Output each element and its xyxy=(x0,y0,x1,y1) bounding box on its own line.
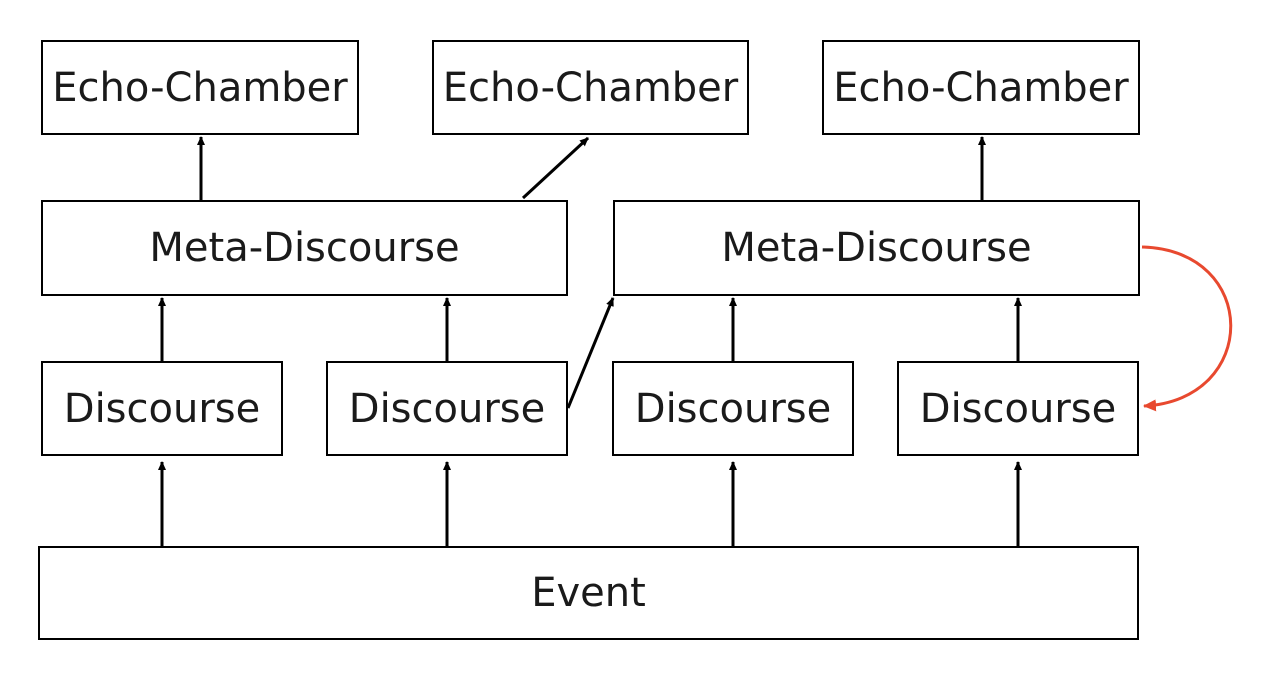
discourse-label-2: Discourse xyxy=(348,385,546,432)
edge-discourse-2-to-meta-2 xyxy=(566,297,615,409)
discourse-label-4: Discourse xyxy=(919,385,1117,432)
echo-chamber-box-3: Echo-Chamber xyxy=(822,40,1140,135)
discourse-box-2: Discourse xyxy=(326,361,568,456)
echo-chamber-label-2: Echo-Chamber xyxy=(442,64,739,111)
discourse-box-3: Discourse xyxy=(612,361,854,456)
discourse-label-1: Discourse xyxy=(63,385,261,432)
echo-chamber-box-2: Echo-Chamber xyxy=(432,40,749,135)
discourse-box-4: Discourse xyxy=(897,361,1139,456)
discourse-box-1: Discourse xyxy=(41,361,283,456)
meta-discourse-box-1: Meta-Discourse xyxy=(41,200,568,296)
echo-chamber-box-1: Echo-Chamber xyxy=(41,40,359,135)
event-label: Event xyxy=(531,570,646,616)
event-box: Event xyxy=(38,546,1139,640)
meta-discourse-box-2: Meta-Discourse xyxy=(613,200,1140,296)
discourse-label-3: Discourse xyxy=(634,385,832,432)
meta-discourse-label-1: Meta-Discourse xyxy=(149,225,460,271)
echo-chamber-label-1: Echo-Chamber xyxy=(52,64,348,111)
echo-chamber-label-3: Echo-Chamber xyxy=(833,64,1129,111)
edge-meta-1-to-echo-2 xyxy=(521,136,590,200)
meta-discourse-label-2: Meta-Discourse xyxy=(721,225,1032,271)
feedback-arrow-meta-2-to-discourse-4 xyxy=(1141,245,1233,412)
